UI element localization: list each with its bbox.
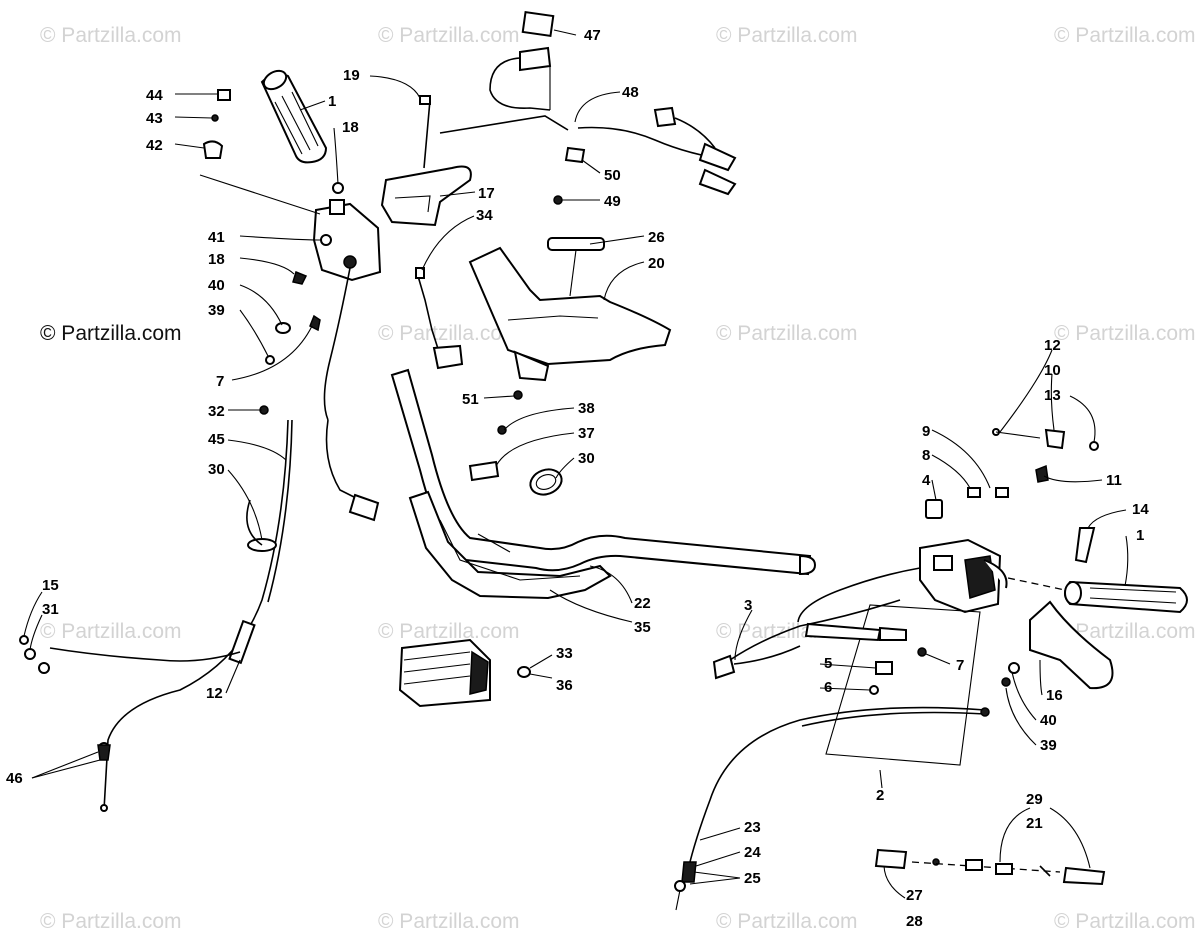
left-grip	[260, 69, 328, 164]
handlebar	[390, 368, 817, 576]
callout-33: 33	[556, 645, 573, 662]
handlebar-riser	[408, 490, 612, 600]
watermark: © Partzilla.com	[716, 322, 858, 345]
throttle-cable-right	[687, 706, 986, 871]
watermark: © Partzilla.com	[716, 910, 858, 933]
callout-20: 20	[648, 255, 665, 272]
callout-24: 24	[744, 844, 761, 861]
callout-labels: 44 43 42 1 19 18 17 34 41 18 40 39 7 47 …	[6, 27, 1149, 930]
nut	[217, 89, 231, 101]
callout-28: 28	[906, 913, 923, 930]
watermark: © Partzilla.com	[1054, 24, 1196, 47]
callout-32: 32	[208, 403, 225, 420]
callout-3: 3	[744, 597, 752, 614]
callout-23: 23	[744, 819, 761, 836]
watermark: © Partzilla.com	[40, 910, 182, 933]
callout-15: 15	[42, 577, 59, 594]
callout-16: 16	[1046, 687, 1063, 704]
watermark: © Partzilla.com	[716, 24, 858, 47]
callout-49: 49	[604, 193, 621, 210]
leader-lines	[23, 29, 1129, 899]
callout-10: 10	[1044, 362, 1061, 379]
switch-cap	[521, 11, 555, 37]
callout-2: 2	[876, 787, 884, 804]
cable-left	[323, 267, 351, 421]
watermark: © Partzilla.com	[40, 620, 182, 643]
decal-outline	[825, 604, 981, 766]
callout-1: 1	[328, 93, 336, 110]
callout-21: 21	[1026, 815, 1043, 832]
right-grip	[1064, 580, 1188, 614]
watermark: © Partzilla.com	[1054, 910, 1196, 933]
callout-43: 43	[146, 110, 163, 127]
callout-39: 39	[1040, 737, 1057, 754]
watermark: © Partzilla.com	[1054, 322, 1196, 345]
callout-30: 30	[208, 461, 225, 478]
callout-41: 41	[208, 229, 225, 246]
brake-lever-left	[380, 165, 472, 227]
callout-45: 45	[208, 431, 225, 448]
callout-25: 25	[744, 870, 761, 887]
callout-46: 46	[6, 770, 23, 787]
callout-6: 6	[824, 679, 832, 696]
callout-36: 36	[556, 677, 573, 694]
callout-38: 38	[578, 400, 595, 417]
callout-26: 26	[648, 229, 665, 246]
cable-end-left	[348, 493, 380, 522]
callout-7: 7	[956, 657, 964, 674]
callout-40: 40	[208, 277, 225, 294]
callout-17: 17	[478, 185, 495, 202]
handlebar-pad	[468, 237, 672, 382]
callout-50: 50	[604, 167, 621, 184]
brake-lever-right	[1029, 600, 1114, 690]
watermark: © Partzilla.com	[378, 322, 520, 345]
callout-7: 7	[216, 373, 224, 390]
callout-30: 30	[578, 450, 595, 467]
callout-47: 47	[584, 27, 601, 44]
callout-8: 8	[922, 447, 930, 464]
callout-18: 18	[208, 251, 225, 268]
callout-40: 40	[1040, 712, 1057, 729]
watermark: © Partzilla.com	[378, 24, 520, 47]
watermark: © Partzilla.com	[1054, 620, 1196, 643]
callout-19: 19	[343, 67, 360, 84]
callout-14: 14	[1132, 501, 1149, 518]
cable-clamp-right	[529, 468, 563, 496]
callout-11: 11	[1106, 472, 1122, 489]
callout-1: 1	[1136, 527, 1144, 544]
parts-artwork	[19, 11, 1188, 911]
watermark: © Partzilla.com	[378, 620, 520, 643]
callout-12: 12	[206, 685, 223, 702]
switch-housing-right	[919, 499, 1008, 614]
callout-35: 35	[634, 619, 651, 636]
callout-22: 22	[634, 595, 651, 612]
wire-harness	[797, 567, 921, 623]
callout-37: 37	[578, 425, 595, 442]
callout-48: 48	[622, 84, 639, 101]
callout-51: 51	[462, 391, 479, 408]
callout-13: 13	[1044, 387, 1061, 404]
callout-18: 18	[342, 119, 359, 136]
callout-31: 31	[42, 601, 59, 618]
callout-9: 9	[922, 423, 930, 440]
watermark: © Partzilla.com	[40, 24, 182, 47]
callout-27: 27	[906, 887, 923, 904]
throttle-cable	[103, 419, 289, 811]
watermark-prominent: © Partzilla.com	[40, 322, 182, 345]
callout-4: 4	[922, 472, 931, 489]
throttle-housing	[312, 199, 382, 282]
callout-39: 39	[208, 302, 225, 319]
callout-34: 34	[476, 207, 493, 224]
watermark-layer: © Partzilla.com © Partzilla.com © Partzi…	[40, 24, 1196, 933]
callout-42: 42	[146, 137, 163, 154]
watermark: © Partzilla.com	[378, 910, 520, 933]
control-module	[398, 638, 491, 708]
callout-29: 29	[1026, 791, 1043, 808]
callout-5: 5	[824, 655, 832, 672]
callout-12: 12	[1044, 337, 1061, 354]
callout-44: 44	[146, 87, 163, 104]
